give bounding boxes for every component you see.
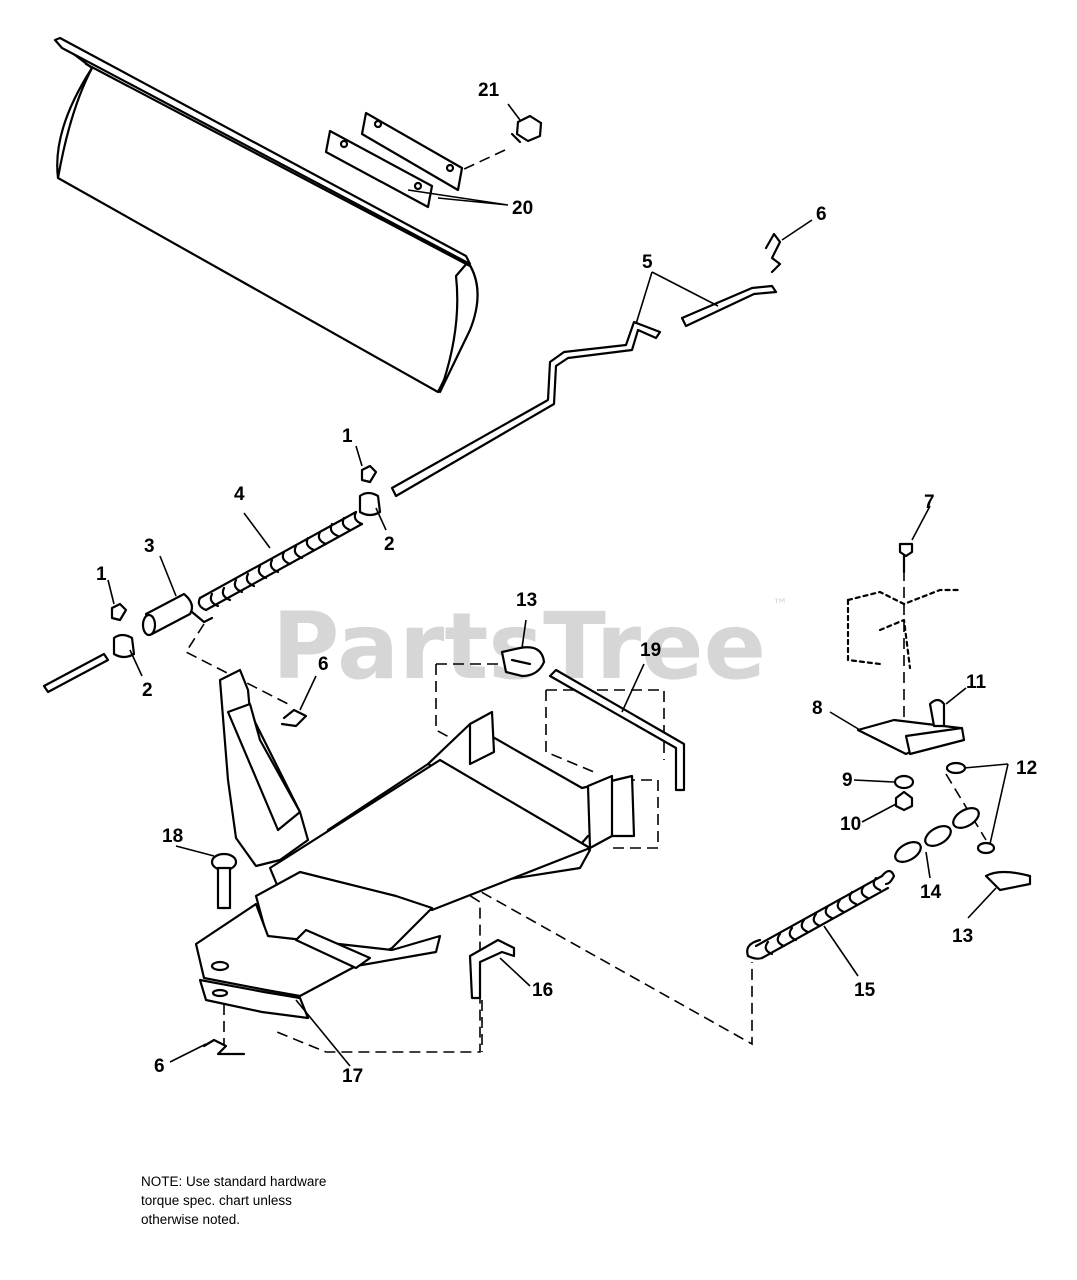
- callout-10[interactable]: 10: [840, 814, 861, 835]
- callout-1[interactable]: 1: [96, 564, 107, 585]
- carriage-bolt: [928, 698, 946, 728]
- hair-pin-clip: [764, 232, 782, 274]
- nut: [461, 114, 543, 171]
- callout-19[interactable]: 19: [640, 640, 661, 661]
- pivot-tube: [141, 592, 214, 637]
- lift-rods: [390, 284, 778, 498]
- note-text: NOTE: Use standard hardware torque spec.…: [141, 1172, 441, 1229]
- callout-5[interactable]: 5: [642, 252, 653, 273]
- callout-1[interactable]: 1: [342, 426, 353, 447]
- washers-and-nut: [893, 761, 996, 855]
- chain: [894, 807, 980, 863]
- set-screw-and-collar-upper: [358, 464, 382, 517]
- hitch-pin-bent: [468, 938, 516, 1000]
- callout-13[interactable]: 13: [516, 590, 537, 611]
- callout-14[interactable]: 14: [920, 882, 942, 903]
- note-line: torque spec. chart unless: [141, 1193, 292, 1208]
- latch-clip: [500, 646, 546, 678]
- callout-6[interactable]: 6: [318, 654, 329, 675]
- note-line: NOTE: Use standard hardware: [141, 1174, 327, 1189]
- callout-13[interactable]: 13: [952, 926, 973, 947]
- extension-spring: [746, 869, 896, 960]
- callout-6[interactable]: 6: [816, 204, 827, 225]
- callout-21[interactable]: 21: [478, 80, 500, 101]
- compression-spring: [197, 510, 364, 612]
- hitch-frame: [194, 668, 636, 1020]
- callout-15[interactable]: 15: [854, 980, 876, 1001]
- hitch-pin: [210, 852, 238, 910]
- plow-blade: [53, 36, 479, 394]
- callout-2[interactable]: 2: [142, 680, 153, 701]
- hair-pin-clip-mid: [280, 708, 308, 728]
- callout-18[interactable]: 18: [162, 826, 183, 847]
- hair-pin-clip-bottom: [202, 1038, 246, 1056]
- watermark-text: PartsTree: [272, 593, 766, 700]
- callout-2[interactable]: 2: [384, 534, 395, 555]
- mounting-plates: [324, 111, 464, 209]
- set-screw-and-collar-lower: [42, 602, 136, 694]
- callout-17[interactable]: 17: [342, 1066, 363, 1087]
- watermark-trademark: ™: [772, 595, 788, 614]
- note-line: otherwise noted.: [141, 1212, 241, 1227]
- callout-11[interactable]: 11: [966, 672, 987, 693]
- callout-9[interactable]: 9: [842, 770, 853, 791]
- bracket: [846, 542, 966, 756]
- callout-4[interactable]: 4: [234, 484, 245, 505]
- callout-8[interactable]: 8: [812, 698, 823, 719]
- callout-20[interactable]: 20: [512, 198, 533, 219]
- pin-rod: [548, 668, 686, 792]
- callout-12[interactable]: 12: [1016, 758, 1037, 779]
- callout-3[interactable]: 3: [144, 536, 155, 557]
- callout-6[interactable]: 6: [154, 1056, 165, 1077]
- latch-clip-lower: [984, 870, 1032, 892]
- callout-7[interactable]: 7: [924, 492, 935, 513]
- callout-16[interactable]: 16: [532, 980, 553, 1001]
